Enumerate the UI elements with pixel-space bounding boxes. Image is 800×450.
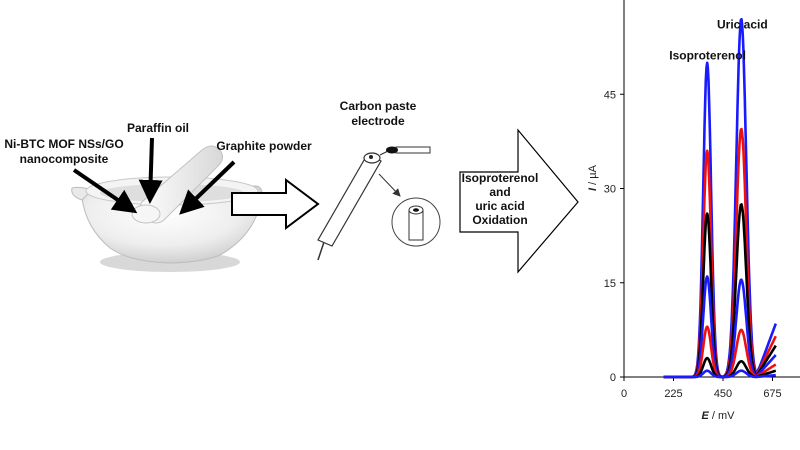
label-process-line2: and	[489, 185, 510, 199]
voltammogram-curve	[662, 127, 777, 379]
label-electrode-line1: Carbon paste	[340, 99, 417, 113]
arrow-composite	[72, 168, 138, 214]
x-tick-label: 225	[664, 388, 682, 400]
arrow-paraffin	[138, 137, 163, 204]
label-composite-line1: Ni-BTC MOF NSs/GO	[4, 137, 123, 151]
electrode-zoom-surface	[413, 208, 419, 212]
electrode-zoom-line	[378, 173, 401, 197]
x-axis-label: E / mV	[701, 410, 735, 422]
electrode-body	[317, 154, 382, 247]
pestle-head	[131, 204, 161, 224]
voltammogram-curve	[662, 203, 777, 379]
y-tick-label: 0	[610, 372, 616, 384]
electrode-tip-dot	[369, 155, 373, 159]
oxidation-process-arrow	[459, 128, 579, 274]
electrode-surface-icon	[386, 146, 398, 154]
voltammogram-curve	[662, 369, 777, 379]
voltammogram-curve	[662, 17, 778, 379]
electrode-connector	[379, 150, 389, 156]
y-tick-label: 30	[604, 184, 616, 196]
y-tick-label: 45	[604, 89, 616, 101]
y-axis-label: I / µA	[587, 164, 599, 191]
peak-annotation: Isoproterenol	[669, 49, 746, 63]
process-arrow-icon	[231, 178, 320, 230]
label-process-line3: uric acid	[475, 199, 524, 213]
carbon-paste-electrode-illustration	[317, 146, 441, 261]
arrow-graphite	[179, 160, 236, 215]
label-electrode-line2: electrode	[351, 114, 405, 128]
label-composite-line2: nanocomposite	[20, 152, 109, 166]
electrode-rod	[395, 146, 431, 154]
voltammogram-curve	[662, 275, 777, 379]
label-paraffin: Paraffin oil	[127, 121, 189, 135]
x-tick-label: 675	[763, 388, 781, 400]
x-tick-label: 450	[714, 388, 732, 400]
label-graphite: Graphite powder	[216, 139, 312, 153]
label-process-line1: Isoproterenol	[462, 171, 539, 185]
label-process-line4: Oxidation	[472, 213, 527, 227]
x-tick-label: 0	[621, 388, 627, 400]
peak-annotation: Uric acid	[717, 17, 768, 31]
electrode-lead-wire	[317, 241, 325, 261]
y-tick-label: 15	[604, 278, 616, 290]
